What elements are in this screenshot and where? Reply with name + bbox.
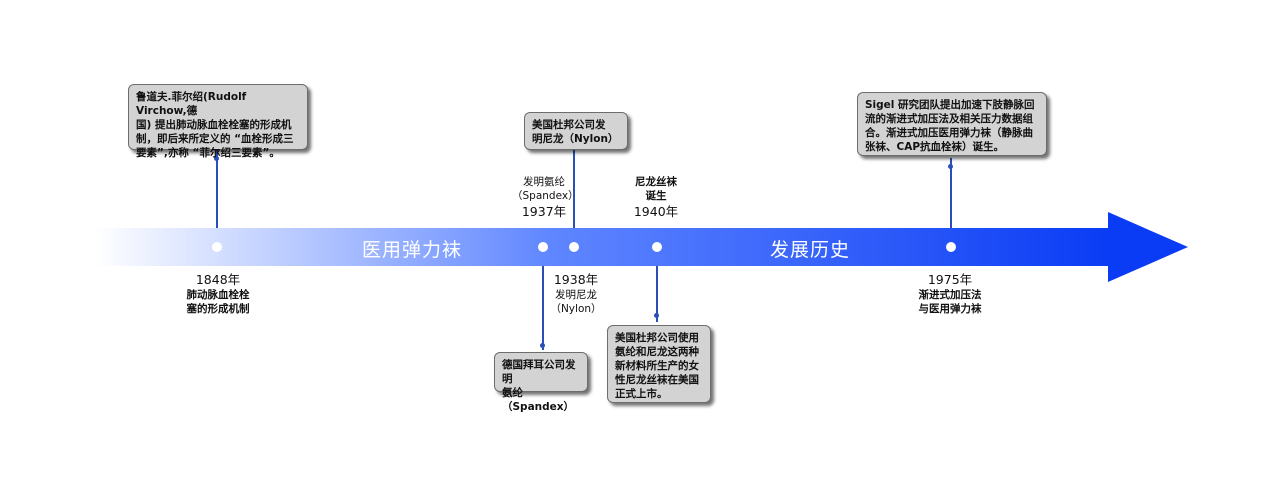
event-1940-top-text: 尼龙丝袜 诞生 (635, 176, 677, 202)
connector-1937-end (540, 343, 545, 348)
event-label-1975: 1975年 渐进式加压法 与医用弹力袜 (908, 271, 992, 316)
event-1937-top-text: 发明氨纶 （Spandex） (512, 176, 579, 202)
event-card-1938: 美国杜邦公司发 明尼龙（Nylon） (524, 112, 628, 150)
event-1940-year: 1940年 (633, 204, 679, 219)
event-card-1975: Sigel 研究团队提出加速下肢静脉回 流的渐进式加压法及相关压力数据组 合。渐… (857, 92, 1047, 156)
event-1938-desc: 发明尼龙 （Nylon） (550, 289, 602, 315)
event-label-1938: 1938年 发明尼龙 （Nylon） (544, 271, 608, 316)
connector-1848-end (214, 156, 219, 161)
timeline-dot-1938 (569, 242, 579, 252)
timeline-dot-1940 (652, 242, 662, 252)
timeline-arrow-shape (95, 212, 1188, 282)
band-title-left: 医用弹力袜 (362, 239, 463, 261)
event-card-1848: 鲁道夫.菲尔绍(Rudolf Virchow,德 国) 提出肺动脉血栓栓塞的形成… (128, 84, 308, 159)
connector-1938 (573, 150, 575, 228)
event-label-1848: 1848年 肺动脉血栓栓 塞的形成机制 (180, 271, 256, 316)
event-label-1937-top: 发明氨纶 （Spandex） 1937年 (512, 175, 579, 220)
timeline-dot-1937 (538, 242, 548, 252)
band-title-right: 发展历史 (770, 239, 851, 261)
event-card-1940: 美国杜邦公司使用 氨纶和尼龙这两种 新材料所生产的女 性尼龙丝袜在美国 正式上市… (607, 325, 711, 403)
connector-1940 (656, 266, 658, 322)
connector-1848 (216, 150, 218, 228)
event-1937-year: 1937年 (521, 204, 567, 219)
event-1938-year: 1938年 (553, 272, 599, 287)
timeline-dot-1848 (212, 242, 222, 252)
event-1848-desc: 肺动脉血栓栓 塞的形成机制 (186, 289, 250, 315)
event-card-1937: 德国拜耳公司发明 氨纶（Spandex） (494, 352, 588, 413)
connector-1937 (542, 266, 544, 350)
event-1848-year: 1848年 (195, 272, 241, 287)
connector-1975 (950, 158, 952, 228)
timeline-dot-1975 (946, 242, 956, 252)
connector-1940-end (654, 313, 659, 318)
event-1975-year: 1975年 (927, 272, 973, 287)
connector-1975-end (948, 164, 953, 169)
event-1975-desc: 渐进式加压法 与医用弹力袜 (918, 289, 982, 315)
event-label-1940-top: 尼龙丝袜 诞生 1940年 (626, 175, 686, 220)
